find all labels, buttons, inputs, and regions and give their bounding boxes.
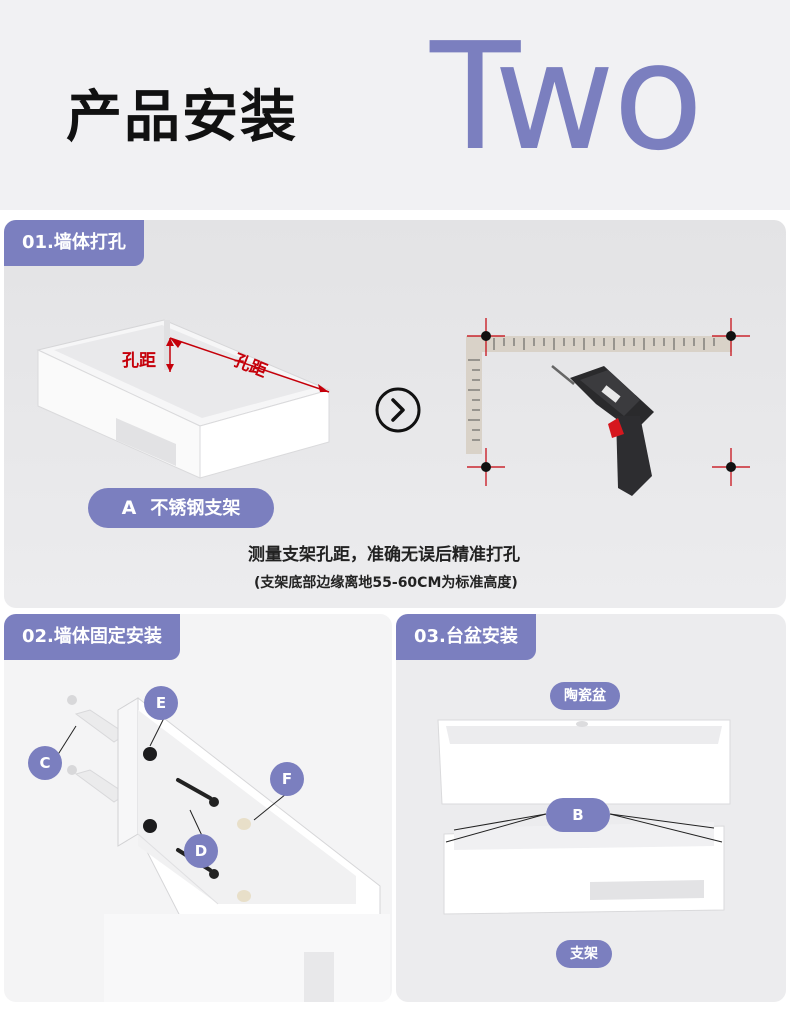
- hole-distance-label-vertical: 孔距: [122, 351, 156, 371]
- bracket-box-illustration: [36, 319, 331, 479]
- step2-panel: 02.墙体固定安装 E C F D: [4, 614, 392, 1002]
- step2-tab: 02.墙体固定安装: [4, 614, 180, 660]
- wall-mount-illustration: [51, 695, 390, 1002]
- bracket-a-label: A 不锈钢支架: [88, 488, 274, 528]
- step-number-text: Two: [430, 11, 703, 183]
- page-title: 产品安装: [66, 85, 298, 150]
- part-c-label: C: [28, 746, 62, 780]
- basin-install-illustration: [437, 719, 731, 915]
- bracket-a-text: 不锈钢支架: [150, 498, 241, 519]
- part-f-label: F: [270, 762, 304, 796]
- part-d-label: D: [184, 834, 218, 868]
- bracket-a-letter: A: [121, 497, 137, 519]
- step1-panel: 01.墙体打孔 孔距 孔距: [4, 220, 786, 608]
- header-banner: 产品安装 Two: [0, 0, 790, 210]
- step1-tab: 01.墙体打孔: [4, 220, 144, 266]
- drill-illustration: [551, 365, 654, 496]
- step1-description: 测量支架孔距，准确无误后精准打孔: [248, 545, 520, 565]
- part-b-label: B: [546, 798, 610, 832]
- step3-panel: 03.台盆安装 陶瓷盆 B 支架: [396, 614, 786, 1002]
- ceramic-basin-label: 陶瓷盆: [550, 682, 620, 710]
- chevron-right-icon: [375, 387, 421, 433]
- step3-tab: 03.台盆安装: [396, 614, 536, 660]
- bracket-label: 支架: [556, 940, 612, 968]
- part-e-label: E: [144, 686, 178, 720]
- ruler-illustration: [466, 318, 750, 496]
- step1-height-note: (支架底部边缘离地55-60CM为标准高度): [254, 575, 518, 591]
